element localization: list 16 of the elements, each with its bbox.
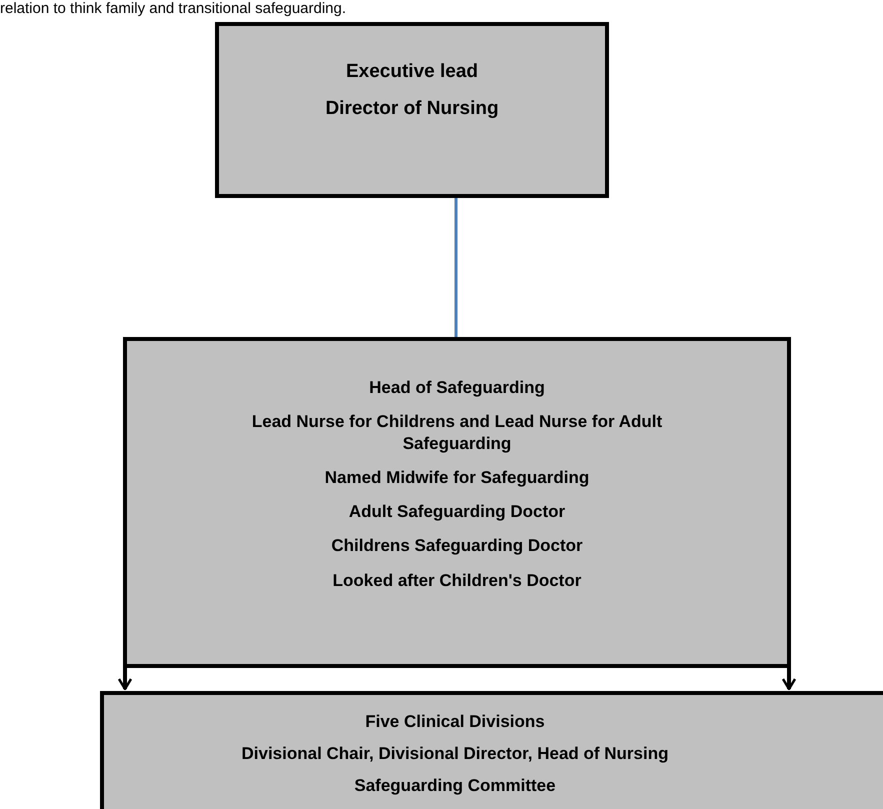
role-text: Safeguarding Committee <box>354 775 556 798</box>
role-text: Divisional Chair, Divisional Director, Head of Nursing <box>242 743 668 766</box>
role-text: Named Midwife for Safeguarding <box>324 467 590 490</box>
role-text: Adult Safeguarding Doctor <box>348 501 566 524</box>
role-text: Childrens Safeguarding Doctor <box>331 535 583 558</box>
role-text: Lead Nurse for Childrens and Lead Nurse for Adult Safeguarding <box>250 411 664 456</box>
intro-text: relation to think family and transitional safeguarding. <box>0 0 346 17</box>
role-text: Five Clinical Divisions <box>365 711 545 733</box>
connector-line <box>454 198 458 337</box>
role-text: Executive lead <box>346 60 478 84</box>
org-box <box>123 337 791 668</box>
role-text: Head of Safeguarding <box>369 377 545 399</box>
role-text: Director of Nursing <box>325 96 499 121</box>
org-box <box>100 691 883 809</box>
role-text: Looked after Children's Doctor <box>332 570 582 592</box>
org-box <box>215 22 609 198</box>
